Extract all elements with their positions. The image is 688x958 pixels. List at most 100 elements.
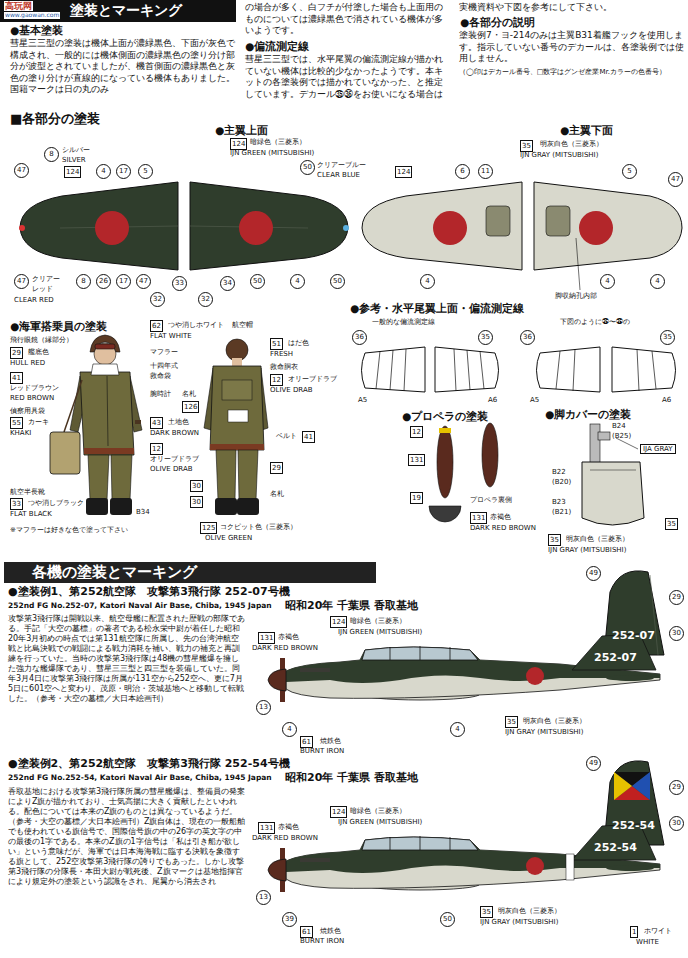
wing-lower-view: [362, 182, 682, 290]
propeller-part: [439, 428, 451, 433]
color-label: IJN GRAY (MITSUBISHI): [520, 151, 598, 159]
wing-lower-view-part: [362, 182, 522, 270]
color-label: レッドブラウン: [10, 384, 59, 392]
decal-callout: 11: [478, 164, 493, 179]
color-label: カーキ: [28, 418, 49, 426]
color-label: 土地色: [168, 418, 189, 426]
decal-callout: 17: [116, 274, 131, 289]
decal-callout: 47: [668, 172, 683, 187]
color-label: A5: [358, 396, 367, 404]
body-text: 彗星三三型の塗装は機体上面が濃緑黒色、下面が灰色で構成され、一般的には機体側面の…: [10, 38, 238, 96]
section-heading: ●基本塗装: [10, 24, 63, 36]
gear-cover-part: [582, 462, 644, 525]
color-label: A6: [488, 396, 497, 404]
propeller-part: [482, 423, 498, 487]
color-label: シルバー: [62, 146, 90, 154]
decal-callout: 4: [282, 722, 297, 737]
section-band: 各機の塗装とマーキング: [4, 562, 376, 583]
color-number: 131: [470, 512, 487, 524]
color-label: SILVER: [62, 156, 86, 164]
horizontal-tail-drift-lines-part: [556, 351, 560, 389]
wing-upper-view-part: [239, 211, 273, 245]
pilot-back-figure-part: [232, 358, 242, 366]
tail-code: 252-07: [612, 630, 655, 643]
color-number: 62: [150, 320, 163, 332]
tail-fin-example-2-part: [632, 772, 650, 800]
color-number: 61: [300, 926, 313, 938]
color-label: 航空半長靴: [10, 488, 45, 496]
scheme-heading: ●塗装例2、第252航空隊 攻撃第3飛行隊 252-54号機: [8, 758, 290, 771]
decal-callout: 33: [172, 276, 187, 291]
decal-callout: 32: [150, 292, 165, 307]
propeller-part: [437, 426, 453, 498]
color-number: 55: [10, 417, 23, 429]
color-label: 名札: [182, 390, 196, 398]
wing-upper-view-part: [190, 182, 348, 270]
propeller: [429, 423, 498, 522]
pilot-front-figure-part: [90, 335, 120, 352]
tail-code: 252-54: [594, 842, 637, 855]
decal-callout: 34: [220, 276, 235, 291]
horizontal-tail-drift-lines-part: [467, 350, 470, 390]
wing-lower-view-part: [579, 211, 613, 245]
color-label: 飛行眼鏡（縁部分）: [10, 336, 73, 344]
wing-lower-view-part: [433, 211, 467, 245]
wing-lower-view-part: [546, 206, 570, 236]
tail-fin-example-1-part: [650, 575, 658, 655]
color-label: KHAKI: [10, 429, 31, 437]
color-number: 124: [64, 166, 81, 178]
decal-callout: 29: [669, 590, 684, 605]
color-number: 125: [200, 522, 217, 534]
decal-callout: 26: [96, 274, 111, 289]
pilot-back-figure-part: [237, 498, 259, 515]
color-box-label: IJA GRAY: [640, 444, 676, 454]
wing-upper-view-part: [95, 211, 129, 245]
decal-callout: 35: [478, 330, 493, 345]
color-label: (B20): [552, 478, 571, 486]
pilot-front-figure-part: [91, 364, 119, 375]
note-text: （◯印はデカール番号、□数字はグンゼ産業Mr.カラーの色番号）: [459, 68, 684, 77]
color-label: 救命胴衣: [270, 363, 298, 371]
watermark: 高玩网: [4, 1, 33, 11]
decal-callout: 4: [650, 274, 665, 289]
color-label: 明灰白色（三菱系）: [523, 717, 586, 725]
horizontal-tail-drift-lines-part: [435, 347, 499, 392]
decal-callout: 4: [450, 722, 465, 737]
color-label: WHITE: [636, 938, 659, 946]
wing-lower-view-part: [576, 238, 580, 290]
wing-lower-view-part: [486, 206, 510, 236]
pilot-back-figure-part: [215, 498, 237, 515]
scheme-heading: 昭和20年 千葉県 香取基地: [285, 772, 418, 785]
color-label: 明灰白色（三菱系）: [540, 140, 603, 148]
color-label: 暗緑色（三菱系）: [350, 807, 406, 815]
gear-cover-part: [598, 432, 610, 440]
color-label: B24: [612, 422, 626, 430]
pilot-front-figure-part: [80, 372, 134, 455]
aircraft-example-2-part: [268, 824, 660, 892]
decal-callout: 36: [352, 330, 367, 345]
decal-callout: 17: [116, 164, 131, 179]
color-number: 12: [150, 443, 163, 455]
decal-callout: 47: [14, 163, 29, 178]
horizontal-tail-drift-lines-part: [537, 347, 601, 392]
color-label: ホワイト: [644, 927, 672, 935]
color-label: 明灰白色（三菱系）: [566, 535, 629, 543]
pilot-front-figure-part: [95, 344, 115, 349]
page-title: 塗装とマーキング: [70, 2, 182, 20]
decal-callout: 47: [14, 274, 29, 289]
color-label: マフラー: [150, 348, 178, 356]
horizontal-tail-drift-lines-part: [390, 350, 393, 390]
color-label: IJN GRAY (MITSUBISHI): [548, 546, 626, 554]
decal-callout: 32: [198, 292, 213, 307]
horizontal-tail-drift-lines-part: [376, 351, 380, 389]
tail-fin-example-2-part: [614, 772, 632, 800]
color-label: 下図のように㊱〜㉟の: [560, 318, 630, 326]
color-label: BURNT IRON: [300, 937, 344, 945]
color-label: FLAT WHITE: [150, 332, 192, 340]
color-label: DARK RED BROWN: [470, 524, 536, 532]
horizontal-tail-drift-lines: [362, 347, 676, 392]
body-text: 攻撃第3飛行隊は開戦以来、航空母艦に配置された歴戦の部隊である。手記「大空の墓標…: [8, 614, 246, 704]
color-number: 29: [270, 462, 283, 474]
wing-upper-view-part: [19, 225, 25, 231]
